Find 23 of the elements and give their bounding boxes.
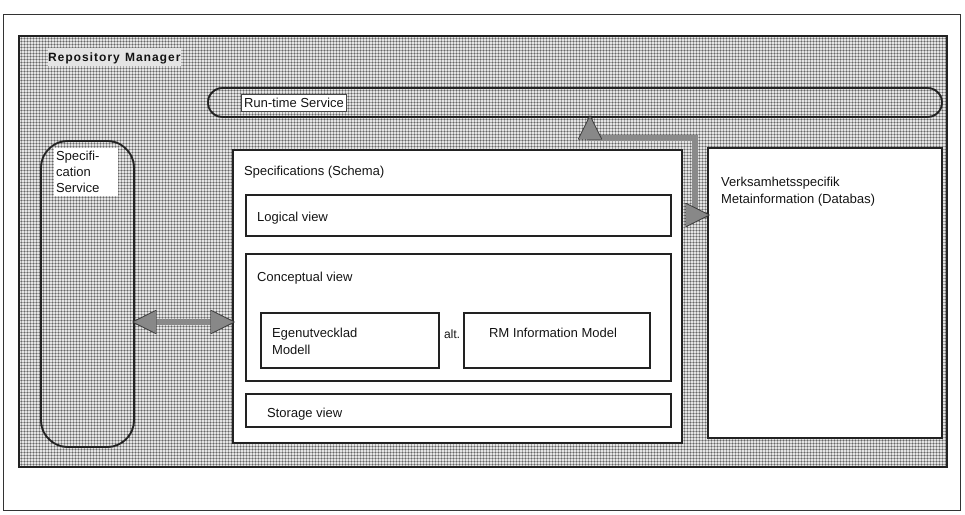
schema-box	[232, 149, 683, 444]
node-label: Egenutvecklad Modell	[272, 324, 358, 358]
service-pill	[40, 140, 135, 448]
node-label: Repository Manager	[48, 48, 182, 66]
node-label: Logical view	[257, 208, 328, 226]
database-box	[707, 147, 943, 439]
model-box	[463, 312, 651, 369]
node-label: Verksamhetsspecifik Metainformation (Databas)	[721, 173, 876, 207]
view-box	[245, 393, 672, 428]
alternative-note: alt.	[444, 326, 460, 343]
service-pill	[207, 87, 943, 118]
double-arrow	[132, 310, 235, 334]
view-box	[245, 253, 672, 382]
system-frame	[18, 35, 948, 468]
double-arrow	[578, 115, 710, 228]
node-label: Specifications (Schema)	[244, 162, 384, 180]
node-label: RM Information Model	[489, 324, 618, 341]
node-label: Conceptual view	[257, 268, 352, 286]
node-label: Specifi-cation Service	[54, 148, 118, 196]
node-label: Storage view	[267, 404, 342, 422]
view-box	[245, 194, 672, 237]
model-box	[260, 312, 440, 369]
node-label: Run-time Service	[241, 94, 347, 112]
